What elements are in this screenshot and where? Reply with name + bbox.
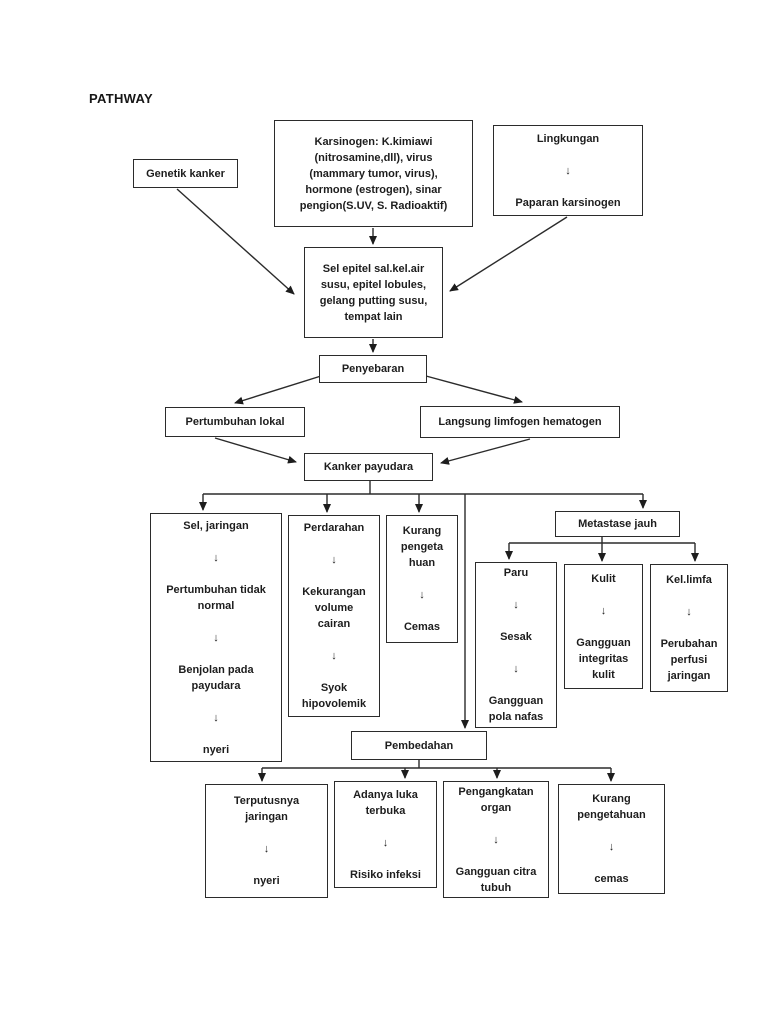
arrow-lingkungan-to-selepitel xyxy=(449,216,568,292)
node-kulit: Kulit ↓ Gangguan integritas kulit xyxy=(564,564,643,689)
node-sel-jaringan: Sel, jaringan ↓ Pertumbuhan tidak normal… xyxy=(150,513,282,762)
arrow-penyebaran-to-langsung-limfogen xyxy=(425,375,523,404)
node-kanker-payudara: Kanker payudara xyxy=(304,453,433,481)
node-langsung-limfogen: Langsung limfogen hematogen xyxy=(420,406,620,438)
arrow-genetik-to-selepitel xyxy=(176,188,295,295)
node-kel-limfa: Kel.limfa ↓ Perubahan perfusi jaringan xyxy=(650,564,728,692)
node-lingkungan: Lingkungan ↓ Paparan karsinogen xyxy=(493,125,643,216)
node-metastase-jauh: Metastase jauh xyxy=(555,511,680,537)
node-perdarahan: Perdarahan ↓ Kekurangan volume cairan ↓ … xyxy=(288,515,380,717)
arrow-penyebaran-to-pertumbuhan-lokal xyxy=(234,375,322,405)
node-terputusnya-jaringan: Terputusnya jaringan ↓ nyeri xyxy=(205,784,328,898)
node-paru: Paru ↓ Sesak ↓ Gangguan pola nafas xyxy=(475,562,557,728)
page-title: PATHWAY xyxy=(89,91,153,106)
node-kurang-pengetahuan-atas: Kurang pengeta huan ↓ Cemas xyxy=(386,515,458,643)
arrow-pertumbuhan-to-kanker-payudara xyxy=(214,437,297,464)
node-karsinogen: Karsinogen: K.kimiawi (nitrosamine,dll),… xyxy=(274,120,473,227)
node-pengangkatan-organ: Pengangkatan organ ↓ Gangguan citra tubu… xyxy=(443,781,549,898)
node-penyebaran: Penyebaran xyxy=(319,355,427,383)
node-pembedahan: Pembedahan xyxy=(351,731,487,760)
node-kurang-pengetahuan-bawah: Kurang pengetahuan ↓ cemas xyxy=(558,784,665,894)
arrow-langsung-to-kanker-payudara xyxy=(440,438,531,465)
node-genetik-kanker: Genetik kanker xyxy=(133,159,238,188)
node-sel-epitel: Sel epitel sal.kel.air susu, epitel lobu… xyxy=(304,247,443,338)
node-adanya-luka: Adanya luka terbuka ↓ Risiko infeksi xyxy=(334,781,437,888)
node-pertumbuhan-lokal: Pertumbuhan lokal xyxy=(165,407,305,437)
